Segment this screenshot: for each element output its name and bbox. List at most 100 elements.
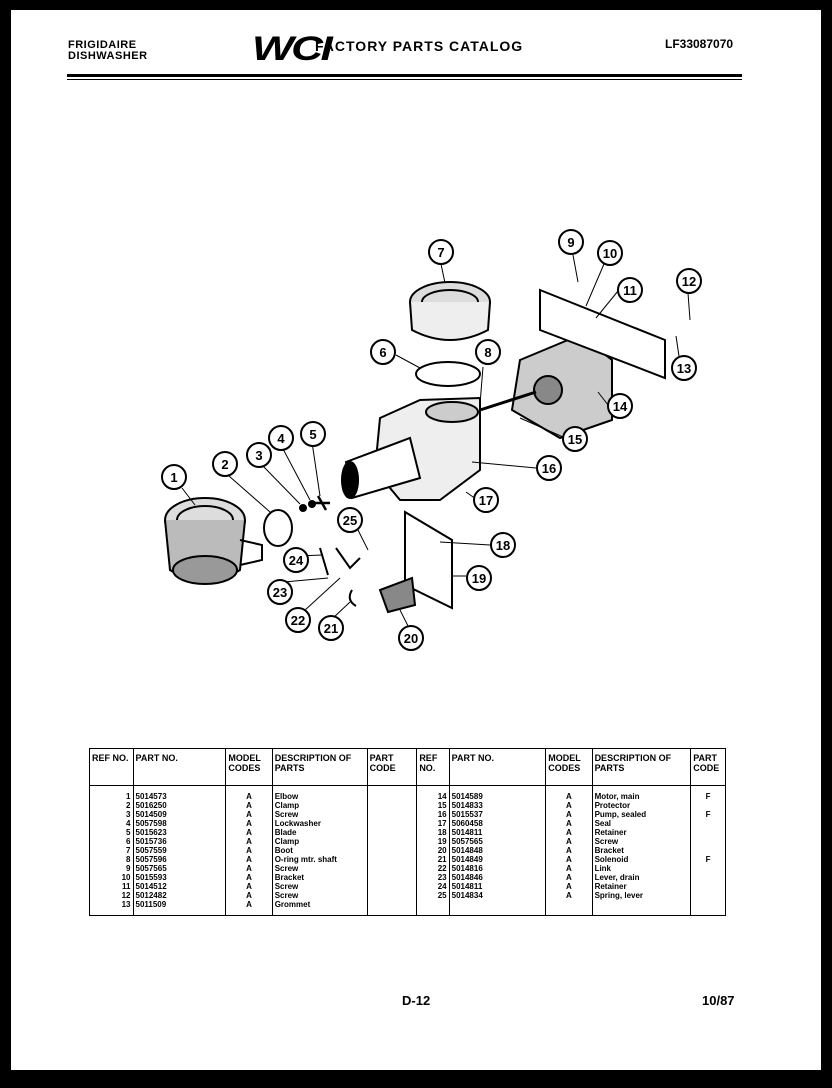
header-ref-no: REF NO. bbox=[89, 748, 134, 786]
callout-18: 18 bbox=[496, 538, 510, 553]
table-cell-pc bbox=[693, 864, 723, 873]
table-cell-desc: Retainer bbox=[594, 828, 627, 837]
header-model-codes: MODEL CODES bbox=[225, 748, 273, 786]
table-cell-ref: 21 bbox=[437, 855, 447, 864]
table-cell-ref: 12 bbox=[121, 891, 131, 900]
table-cell-ref: 6 bbox=[126, 837, 131, 846]
table-cell-part: 5015593 bbox=[135, 873, 167, 882]
table-cell-part: 5016250 bbox=[135, 801, 167, 810]
table-cell-desc: Lever, drain bbox=[594, 873, 640, 882]
table-cell-ref: 15 bbox=[437, 801, 447, 810]
table-cell-code: A bbox=[566, 792, 572, 801]
table-cell-code: A bbox=[246, 846, 252, 855]
table-cell-desc: Lockwasher bbox=[274, 819, 321, 828]
table-cell-pc bbox=[370, 873, 415, 882]
table-cell-part: 5057596 bbox=[135, 855, 167, 864]
header-description-2: DESCRIPTION OF PARTS bbox=[591, 748, 692, 786]
table-cell-pc bbox=[693, 891, 723, 900]
table-cell-code: A bbox=[566, 873, 572, 882]
table-cell-desc: Bracket bbox=[594, 846, 624, 855]
header-rule-thick bbox=[67, 74, 742, 77]
table-cell-pc bbox=[370, 846, 415, 855]
table-cell-pc bbox=[693, 819, 723, 828]
table-cell-part: 5057565 bbox=[135, 864, 167, 873]
brand-line-1: FRIGIDAIRE bbox=[68, 39, 137, 51]
table-cell-part: 5014846 bbox=[451, 873, 483, 882]
table-cell-part: 5011509 bbox=[135, 900, 167, 909]
table-cell-code: A bbox=[566, 819, 572, 828]
table-cell-code: A bbox=[566, 828, 572, 837]
table-cell-pc bbox=[693, 837, 723, 846]
table-cell-pc bbox=[693, 873, 723, 882]
table-cell-ref: 13 bbox=[121, 900, 131, 909]
boot-part bbox=[409, 281, 491, 341]
solenoid-part bbox=[378, 576, 417, 614]
table-cell-ref: 9 bbox=[126, 864, 131, 873]
table-cell-code: A bbox=[246, 810, 252, 819]
catalog-title: FACTORY PARTS CATALOG bbox=[315, 38, 524, 54]
table-cell-pc bbox=[370, 891, 415, 900]
table-cell-desc: Link bbox=[594, 864, 612, 873]
table-cell-pc bbox=[693, 801, 723, 810]
table-cell-code: A bbox=[566, 837, 572, 846]
table-cell-ref: 5 bbox=[126, 828, 131, 837]
boot-clamp-part bbox=[415, 361, 481, 387]
table-cell-desc: Motor, main bbox=[594, 792, 640, 801]
brand-line-2: DISHWASHER bbox=[68, 50, 148, 62]
elbow-part bbox=[164, 497, 263, 585]
table-cell-part: 5014848 bbox=[451, 846, 483, 855]
header-model-codes-2: MODEL CODES bbox=[545, 748, 593, 786]
table-cell-desc: Blade bbox=[274, 828, 297, 837]
table-cell-part: 5014833 bbox=[451, 801, 483, 810]
table-cell-ref: 1 bbox=[126, 792, 131, 801]
table-cell-code: A bbox=[246, 792, 252, 801]
table-cell-pc: F bbox=[705, 810, 711, 819]
table-cell-ref: 17 bbox=[437, 819, 447, 828]
table-cell-code: A bbox=[246, 855, 252, 864]
table-cell-part: 5015623 bbox=[135, 828, 167, 837]
callout-25: 25 bbox=[343, 513, 357, 528]
table-cell-desc: Bracket bbox=[274, 873, 305, 882]
table-cell-pc bbox=[370, 837, 415, 846]
table-cell-ref: 16 bbox=[437, 810, 447, 819]
callout-14: 14 bbox=[613, 399, 628, 414]
table-cell-pc bbox=[370, 819, 415, 828]
table-cell-desc: Screw bbox=[274, 882, 299, 891]
table-cell-code: A bbox=[566, 846, 572, 855]
solenoid-bracket-part bbox=[404, 510, 453, 610]
model-number: LF33087070 bbox=[665, 37, 734, 51]
table-cell-desc: Pump, sealed bbox=[594, 810, 647, 819]
table-cell-desc: Clamp bbox=[274, 837, 300, 846]
table-cell-pc: F bbox=[705, 792, 711, 801]
table-cell-code: A bbox=[246, 837, 252, 846]
page-number: D-12 bbox=[402, 993, 431, 1008]
table-cell-desc: Screw bbox=[274, 864, 299, 873]
motor-part bbox=[479, 333, 613, 440]
callout-20: 20 bbox=[404, 631, 418, 646]
table-cell-code: A bbox=[246, 891, 252, 900]
table-cell-part: 5012482 bbox=[135, 891, 167, 900]
table-cell-desc: Solenoid bbox=[594, 855, 629, 864]
callout-23: 23 bbox=[273, 585, 287, 600]
table-cell-part: 5015537 bbox=[451, 810, 483, 819]
callout-16: 16 bbox=[542, 461, 556, 476]
table-cell-ref: 18 bbox=[437, 828, 447, 837]
table-cell-part: 5060458 bbox=[451, 819, 483, 828]
header-rule-thin bbox=[67, 79, 742, 80]
table-cell-pc bbox=[370, 882, 415, 891]
table-cell-ref: 7 bbox=[126, 846, 131, 855]
table-cell-desc: Screw bbox=[274, 891, 299, 900]
callout-5: 5 bbox=[309, 427, 316, 442]
table-cell-pc bbox=[370, 900, 415, 909]
header-ref-no-2: REF NO. bbox=[416, 748, 450, 786]
table-cell-desc: Retainer bbox=[594, 882, 627, 891]
callout-2: 2 bbox=[221, 457, 228, 472]
table-cell-desc: Screw bbox=[274, 810, 299, 819]
table-cell-code: A bbox=[566, 801, 572, 810]
pump-body-part bbox=[341, 396, 481, 501]
